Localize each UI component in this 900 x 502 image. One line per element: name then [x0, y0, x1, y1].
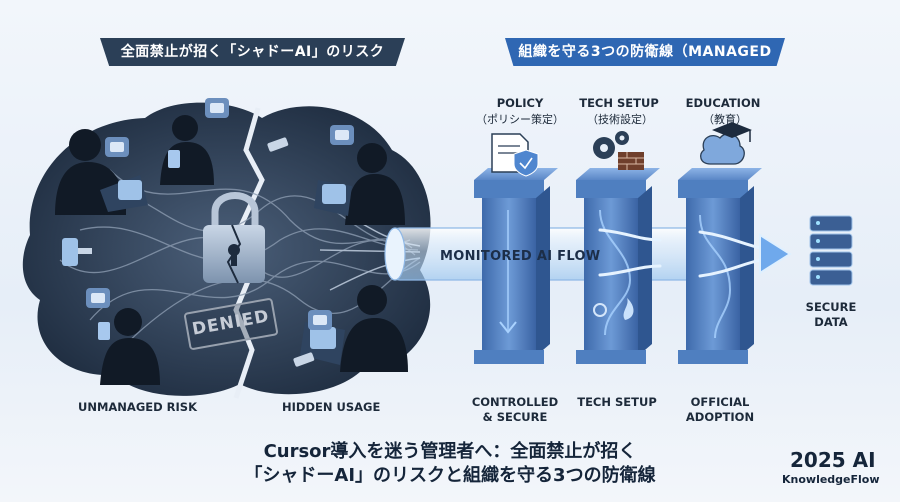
user-laptop-icon [55, 129, 148, 215]
usb-drive-icon [293, 352, 315, 367]
ai-chat-bubbles [62, 98, 354, 367]
brand-year: 2025 AI [790, 448, 876, 472]
user-phone-icon [98, 308, 160, 385]
user-laptop-icon [314, 143, 405, 225]
pillar-tech-setup [576, 168, 660, 364]
footer-title-line2: 「シャドーAI」のリスクと組織を守る3つの防衛線 [244, 465, 656, 486]
pillar-tech-title: TECH SETUP [579, 96, 659, 110]
graduation-brain-icon [699, 122, 752, 165]
robot-chat-icon [308, 310, 332, 330]
broken-padlock-icon [203, 192, 265, 284]
robot-chat-icon [105, 137, 129, 157]
defense-pillars [474, 168, 762, 364]
pillar-tech-subtitle: （技術設定） [587, 113, 653, 126]
pillar-policy-bottom-2: & SECURE [482, 410, 548, 424]
flow-arrowhead [759, 233, 792, 275]
policy-document-shield-icon [491, 133, 539, 177]
pillar-education-subtitle: （教育） [703, 113, 747, 126]
shadow-ai-risk-banner: 全面禁止が招く「シャドーAI」のリスク [100, 38, 405, 66]
footer-title-line1: Cursor導入を迷う管理者へ：全面禁止が招く [263, 441, 637, 462]
pillar-tech-bottom-1: TECH SETUP [577, 395, 657, 409]
phone-device-icon [62, 238, 92, 266]
pillar-education-title: EDUCATION [685, 96, 761, 110]
user-phone-icon [160, 115, 214, 185]
pillar-policy-subtitle: （ポリシー策定） [476, 113, 564, 126]
server-stack-icon [809, 215, 853, 286]
robot-chat-icon [86, 288, 110, 308]
secure-data-line2: DATA [814, 315, 848, 329]
pillar-education [678, 168, 762, 364]
monitored-flow-label: MONITORED AI FLOW [440, 249, 601, 264]
secure-data-line1: SECURE [805, 300, 857, 314]
robot-chat-icon [330, 125, 354, 145]
unmanaged-risk-label: UNMANAGED RISK [78, 400, 198, 414]
pillar-policy [474, 168, 558, 364]
usb-drive-icon [267, 137, 289, 152]
pillar-education-bottom-2: ADOPTION [685, 410, 755, 424]
brand-name: KnowledgeFlow [782, 473, 880, 486]
managed-ai-banner: 組織を守る3つの防衛線（MANAGED AI） [505, 38, 785, 66]
pillar-policy-title: POLICY [496, 96, 544, 110]
pillar-education-bottom-1: OFFICIAL [690, 395, 750, 409]
people-silhouettes [55, 115, 408, 385]
gears-firewall-icon [593, 131, 644, 170]
pillar-policy-bottom-1: CONTROLLED [471, 395, 559, 409]
hidden-usage-label: HIDDEN USAGE [282, 400, 381, 414]
robot-chat-icon [205, 98, 229, 118]
